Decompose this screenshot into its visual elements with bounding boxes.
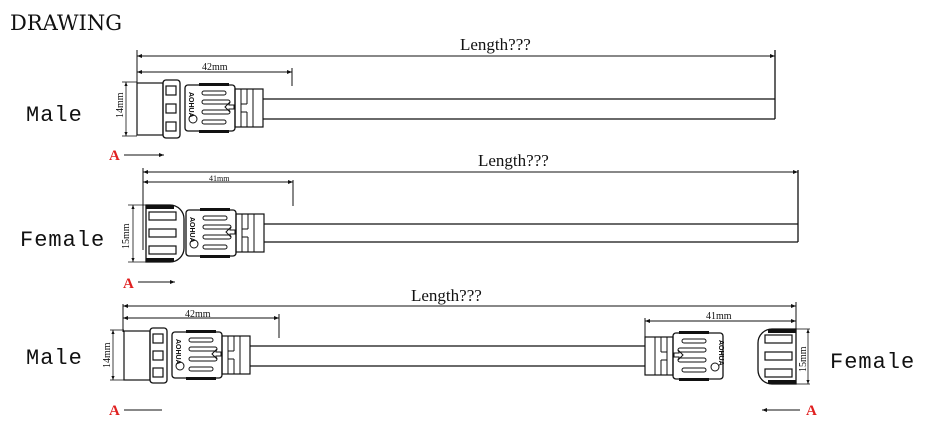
row-label-female: Female — [20, 228, 105, 253]
coupling-nut — [162, 79, 181, 139]
diameter-label: 15mm — [121, 223, 132, 249]
section-mark-a: A — [109, 148, 120, 164]
connector-length-label: 41mm — [706, 311, 732, 322]
overmould-body — [644, 330, 724, 382]
row-label-male: Male — [26, 103, 83, 128]
diameter-label: 15mm — [798, 346, 809, 372]
coupling-nut — [149, 327, 168, 384]
male-thread — [123, 330, 151, 381]
overmould-body — [185, 207, 265, 259]
row-female: Female Length??? 41mm 15mm AOHUA A — [20, 151, 799, 292]
connector-length-label: 41mm — [209, 174, 230, 183]
length-label: Length??? — [478, 151, 549, 170]
section-mark-a: A — [806, 403, 817, 419]
row-label-female: Female — [830, 350, 915, 375]
length-label: Length??? — [460, 35, 531, 54]
row-label-male: Male — [26, 346, 83, 371]
female-coupling-nut — [757, 328, 797, 385]
diameter-label: 14mm — [102, 342, 113, 368]
page-title: DRAWING — [10, 11, 122, 35]
connector-length-label: 42mm — [202, 62, 228, 73]
connector-length-label: 42mm — [185, 309, 211, 320]
brand-logo: AOHUA — [187, 92, 194, 118]
overmould-body — [184, 82, 264, 134]
section-mark-a: A — [123, 276, 134, 292]
overmould-body — [171, 329, 251, 381]
diameter-label: 14mm — [115, 92, 126, 118]
brand-logo: AOHUA — [717, 340, 724, 366]
row-male: Male Length??? 42mm 14mm AOHUA A — [26, 35, 776, 164]
brand-logo: AOHUA — [174, 339, 181, 365]
length-label: Length??? — [411, 286, 482, 305]
section-mark-a: A — [109, 403, 120, 419]
brand-logo: AOHUA — [188, 217, 195, 243]
row-male-female-cable: Male Female Length??? 42mm 41mm 14mm AOH… — [26, 286, 915, 419]
male-thread — [136, 82, 164, 136]
